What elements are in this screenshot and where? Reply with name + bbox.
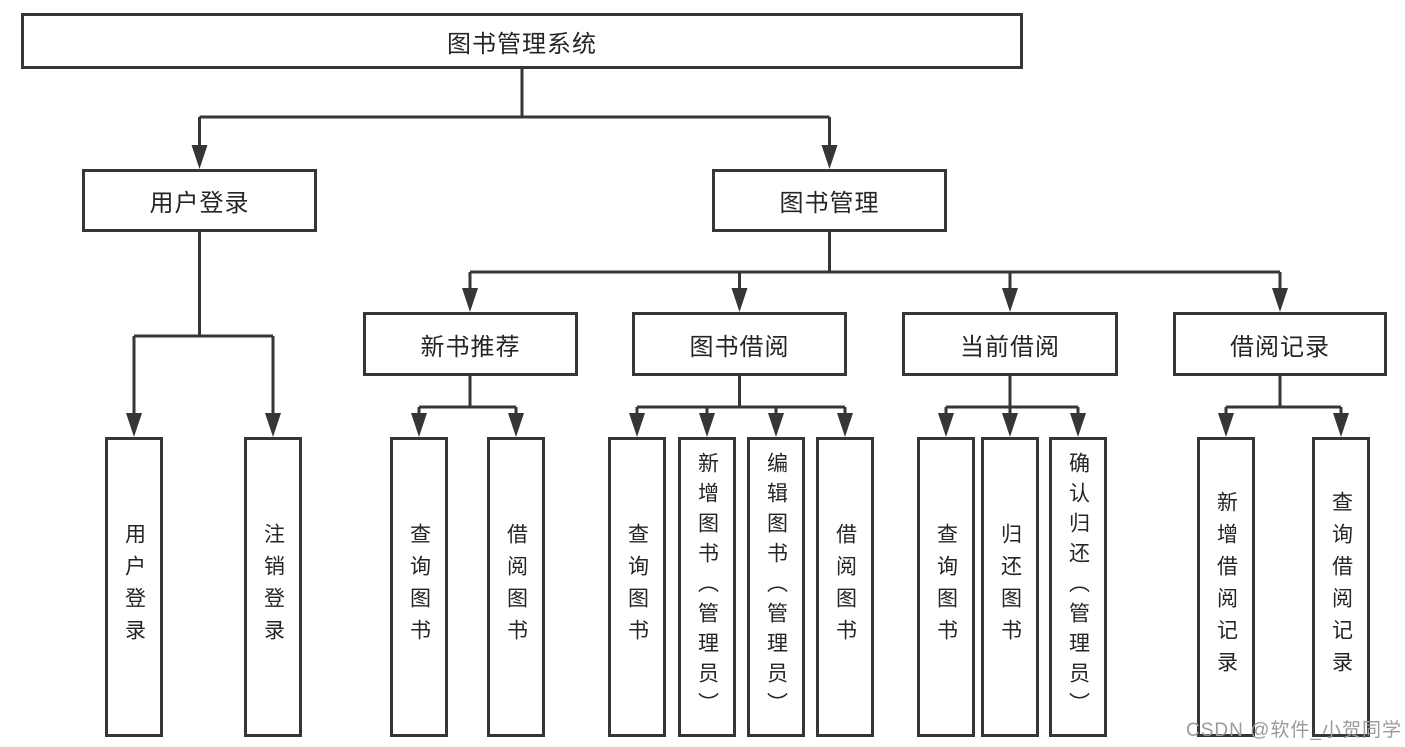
leaf-query-books-recommend: 查询图书 <box>390 437 448 737</box>
node-borrowing-records: 借阅记录 <box>1173 312 1387 376</box>
leaf-label: 注销登录 <box>261 523 285 651</box>
leaf-borrow-books-borrowing: 借阅图书 <box>816 437 874 737</box>
node-library-management-system: 图书管理系统 <box>21 13 1023 69</box>
node-current-borrowing: 当前借阅 <box>902 312 1118 376</box>
leaf-borrow-books-recommend: 借阅图书 <box>487 437 545 737</box>
leaf-label: 借阅图书 <box>833 523 857 651</box>
leaf-logout: 注销登录 <box>244 437 302 737</box>
leaf-confirm-return-admin: 确认归还（管理员） <box>1049 437 1107 737</box>
leaf-label: 新增图书（管理员） <box>695 452 719 722</box>
node-label: 新书推荐 <box>420 333 521 361</box>
node-book-management: 图书管理 <box>712 169 947 232</box>
leaf-user-login: 用户登录 <box>105 437 163 737</box>
node-label: 图书管理系统 <box>447 30 597 58</box>
leaf-edit-book-admin: 编辑图书（管理员） <box>747 437 805 737</box>
leaf-label: 用户登录 <box>122 523 146 651</box>
node-label: 图书借阅 <box>689 333 790 361</box>
leaf-label: 查询图书 <box>407 523 431 651</box>
leaf-label: 查询图书 <box>625 523 649 651</box>
leaf-query-books-borrowing: 查询图书 <box>608 437 666 737</box>
leaf-return-books: 归还图书 <box>981 437 1039 737</box>
leaf-label: 归还图书 <box>998 523 1022 651</box>
node-user-login: 用户登录 <box>82 169 317 232</box>
node-new-book-recommend: 新书推荐 <box>363 312 578 376</box>
leaf-label: 查询图书 <box>934 523 958 651</box>
node-label: 用户登录 <box>149 190 250 217</box>
csdn-watermark: CSDN @软件_小贺同学 <box>1186 720 1402 741</box>
leaf-label: 确认归还（管理员） <box>1066 452 1090 722</box>
leaf-label: 借阅图书 <box>504 523 528 651</box>
node-label: 当前借阅 <box>960 333 1060 361</box>
leaf-label: 查询借阅记录 <box>1329 491 1353 683</box>
leaf-add-book-admin: 新增图书（管理员） <box>678 437 736 737</box>
leaf-label: 新增借阅记录 <box>1214 491 1238 683</box>
node-label: 图书管理 <box>779 190 880 217</box>
leaf-add-borrow-record: 新增借阅记录 <box>1197 437 1255 737</box>
node-label: 借阅记录 <box>1230 333 1330 361</box>
node-book-borrowing: 图书借阅 <box>632 312 847 376</box>
leaf-label: 编辑图书（管理员） <box>764 452 788 722</box>
leaf-query-books-current: 查询图书 <box>917 437 975 737</box>
leaf-query-borrow-record: 查询借阅记录 <box>1312 437 1370 737</box>
